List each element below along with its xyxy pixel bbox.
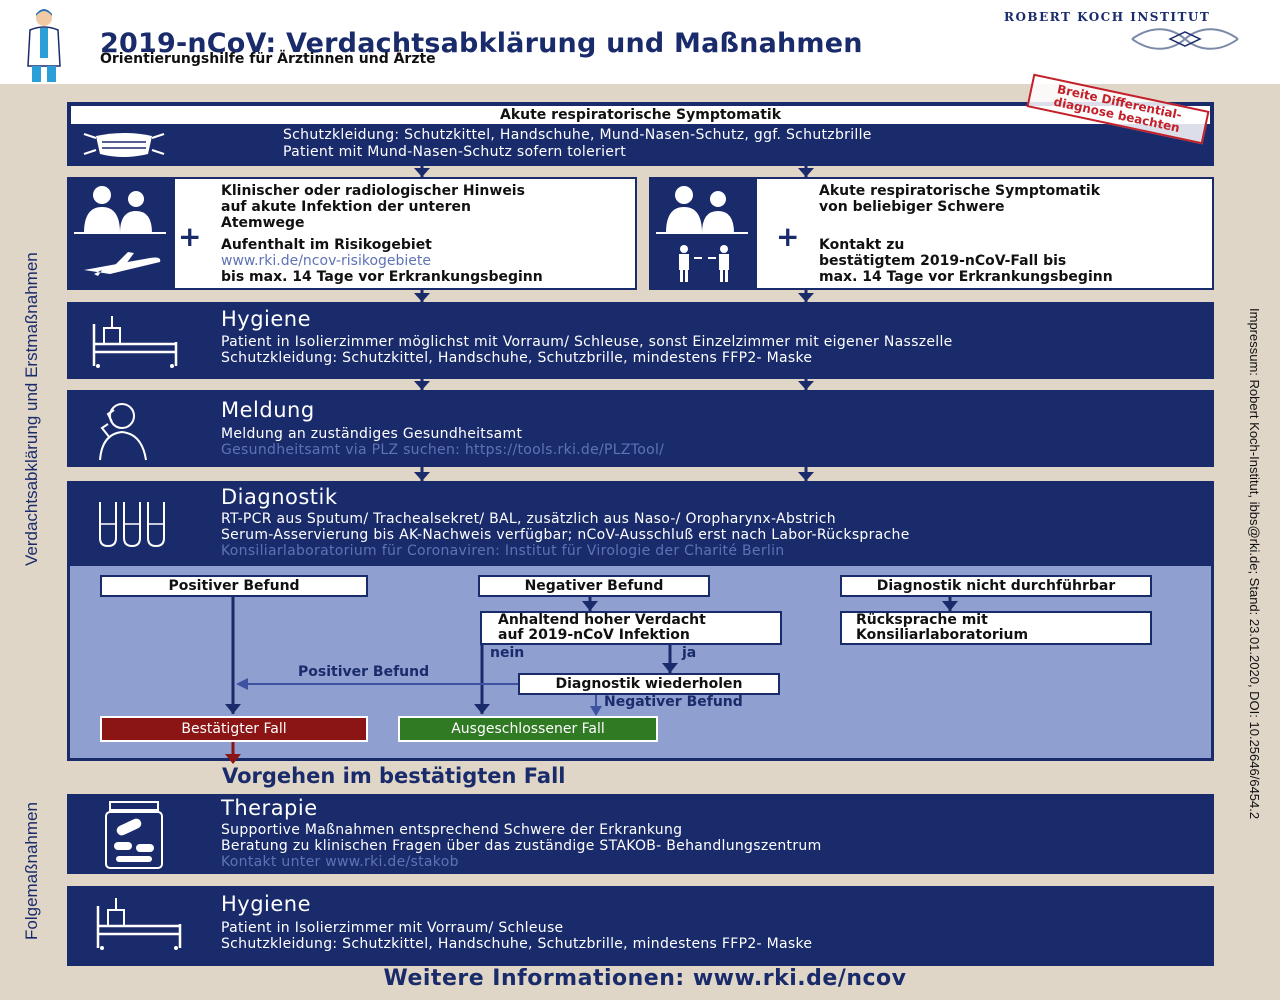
hygiene-followup-line-1: Patient in Isolierzimmer mit Vorraum/ Sc… — [221, 920, 563, 936]
more-info-footer[interactable]: Weitere Informationen: www.rki.de/ncov — [0, 966, 1280, 991]
therapie-box: Therapie Supportive Maßnahmen entspreche… — [67, 794, 1214, 874]
hygiene-followup-box: Hygiene Patient in Isolierzimmer mit Vor… — [67, 886, 1214, 966]
hygiene-followup-title: Hygiene — [221, 892, 311, 916]
hygiene-followup-line-2: Schutzkleidung: Schutzkittel, Handschuhe… — [221, 936, 812, 952]
therapie-title: Therapie — [221, 796, 318, 820]
therapie-link[interactable]: Kontakt unter www.rki.de/stakob — [221, 854, 459, 870]
hospital-bed-icon-followup — [94, 896, 186, 950]
pill-jar-icon — [102, 800, 166, 870]
therapie-line-1: Supportive Maßnahmen entsprechend Schwer… — [221, 822, 682, 838]
more-info-link[interactable]: Weitere Informationen: www.rki.de/ncov — [383, 966, 906, 991]
therapie-line-2: Beratung zu klinischen Fragen über das z… — [221, 838, 822, 854]
confirmed-case-heading: Vorgehen im bestätigten Fall — [222, 764, 566, 788]
